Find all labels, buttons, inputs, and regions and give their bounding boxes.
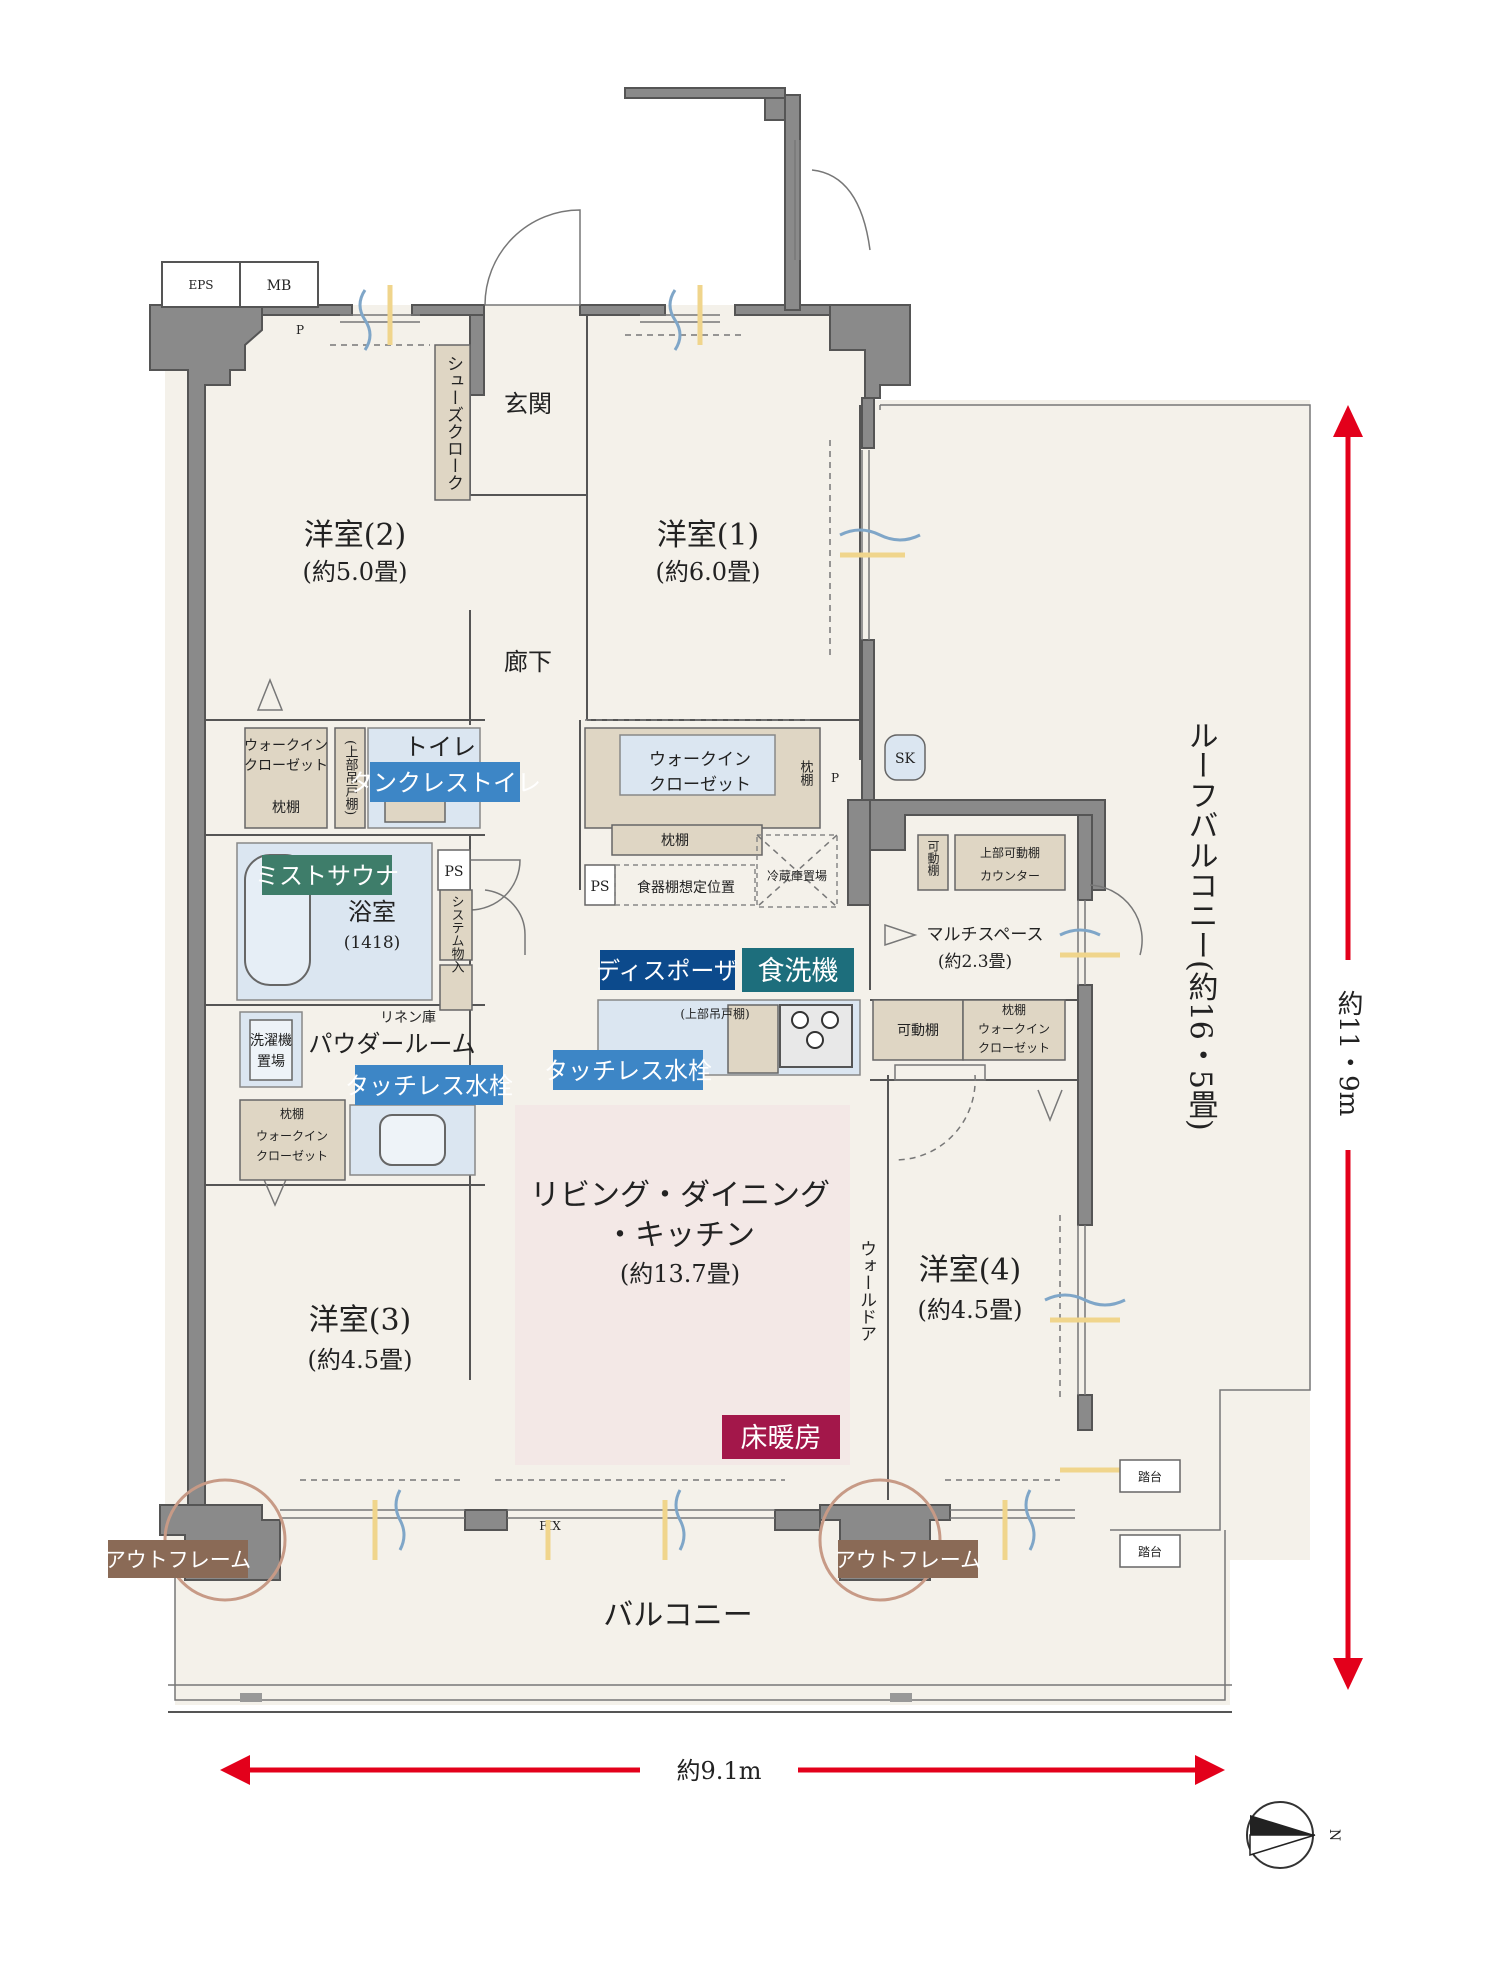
- mb-label: MB: [267, 278, 292, 294]
- outframe-text-2: アウトフレーム: [835, 1548, 981, 1572]
- feature-badges: タンクレストイレ ミストサウナ ディスポーザ 食洗機 タッチレス水栓 タッチレス…: [105, 762, 981, 1602]
- ldk-line1: リビング・ダイニング: [530, 1178, 830, 1213]
- western2-size: (約5.0畳): [303, 558, 408, 586]
- pillow-shelf-w4: 枕棚: [1002, 1002, 1026, 1017]
- touchless-faucet-text-1: タッチレス水栓: [345, 1072, 513, 1100]
- room-labels: 玄関 シューズクローク 廊下 洋室(2) (約5.0畳) 洋室(1) (約6.0…: [303, 355, 1218, 1633]
- dishwasher-text: 食洗機: [758, 956, 839, 987]
- upper-movable-label: 上部可動棚: [980, 845, 1040, 860]
- western3-size: (約4.5畳): [308, 1346, 413, 1374]
- tankless-toilet-badge: [370, 762, 520, 802]
- walkin-closet-r1-1: ウォークイン: [649, 750, 751, 770]
- toilet-label: トイレ: [404, 733, 476, 761]
- wall-door-label: ウォールドア: [856, 1240, 876, 1342]
- eps-mb-box: EPS MB: [161, 261, 319, 308]
- floor-heating-badge: [722, 1415, 840, 1459]
- upper-hanging-kitchen: (上部吊戸棚): [680, 1006, 749, 1021]
- hallway-label: 廊下: [504, 648, 552, 676]
- fixture-labels: ウォークイン クローゼット 枕棚 (上部吊戸棚) ウォークイン クローゼット 枕…: [244, 738, 1162, 1559]
- western4-name: 洋室(4): [919, 1253, 1022, 1288]
- dish-shelf-label: 食器棚想定位置: [637, 879, 735, 896]
- tankless-toilet-text: タンクレストイレ: [349, 769, 541, 797]
- doors: [256, 209, 1143, 1207]
- balcony: [168, 1530, 1232, 1713]
- floor-areas: [165, 305, 1310, 1705]
- width-dimension-label: 約9.1m: [677, 1757, 762, 1785]
- ldk-size: (約13.7畳): [620, 1260, 740, 1288]
- bath-name: 浴室: [348, 898, 396, 926]
- pillow-shelf-r1: 枕棚: [661, 833, 689, 849]
- step-label-2: 踏台: [1138, 1544, 1162, 1559]
- disposer-text: ディスポーザ: [596, 957, 738, 985]
- touchless-faucet-text-2: タッチレス水栓: [544, 1057, 712, 1085]
- balcony-label: バルコニー: [603, 1598, 752, 1633]
- linen-label: リネン庫: [380, 1009, 436, 1026]
- pipe-label-top: P: [296, 323, 304, 337]
- outframe-badge-1: [108, 1540, 248, 1578]
- shoe-closet-label: シューズクローク: [443, 355, 463, 491]
- upper-hanging-toilet: (上部吊戸棚): [343, 740, 359, 815]
- ventilation-marks: [358, 285, 1126, 1560]
- floor-heating-text: 床暖房: [741, 1423, 822, 1454]
- compass: N: [1246, 1801, 1342, 1869]
- western1-name: 洋室(1): [657, 518, 760, 553]
- walkin-closet-w4-2: クローゼット: [978, 1041, 1050, 1055]
- outframe-text-1: アウトフレーム: [105, 1548, 251, 1572]
- depth-dimension-label: 約11・9m: [1333, 990, 1363, 1116]
- touchless-faucet-badge-2: [553, 1050, 703, 1090]
- windows: [280, 140, 1086, 1519]
- roof-balcony-label: ルーフバルコニー(約16・5畳): [1183, 720, 1218, 1131]
- ldk-floor-heating-area: [515, 1105, 850, 1465]
- step-label-1: 踏台: [1138, 1469, 1162, 1484]
- ps-label-1: PS: [444, 864, 463, 880]
- multi-space-size: (約2.3畳): [938, 952, 1012, 972]
- depth-dimension: 約11・9m: [1333, 405, 1363, 1690]
- walkin-closet-w3-1: ウォークイン: [256, 1129, 328, 1143]
- movable-shelf-top: 可動棚: [926, 840, 940, 877]
- entrance-label: 玄関: [504, 390, 552, 418]
- mist-sauna-badge: [262, 855, 392, 895]
- pillow-shelf-top-left: 枕棚: [272, 800, 300, 816]
- ldk-line2: ・キッチン: [605, 1218, 755, 1253]
- compass-north: N: [1326, 1829, 1342, 1841]
- walkin-closet-w4-1: ウォークイン: [978, 1022, 1050, 1036]
- western3-name: 洋室(3): [309, 1303, 412, 1338]
- roof-balcony: [879, 404, 1311, 1531]
- washer-label-1: 洗濯機: [250, 1033, 292, 1049]
- width-dimension: 約9.1m: [220, 1755, 1225, 1785]
- outframe-badge-2: [838, 1540, 978, 1578]
- multi-space-name: マルチスペース: [927, 925, 1044, 945]
- ps-label-2: PS: [590, 879, 609, 895]
- mist-sauna-text: ミストサウナ: [255, 862, 399, 890]
- sk-label: SK: [895, 751, 916, 767]
- counter-label: カウンター: [980, 869, 1040, 883]
- bath-size: (1418): [344, 933, 401, 953]
- pillow-shelf-r1-side: 枕棚: [798, 760, 814, 786]
- walkin-closet-w3-2: クローゼット: [256, 1149, 328, 1163]
- movable-shelf-label: 可動棚: [897, 1023, 939, 1039]
- pipe-label-r1: P: [831, 771, 839, 785]
- walkin-closet-r1-2: クローゼット: [649, 775, 751, 795]
- dishwasher-badge: [742, 948, 854, 992]
- powder-room-label: パウダールーム: [308, 1030, 475, 1058]
- disposer-badge: [600, 950, 735, 990]
- touchless-faucet-badge-1: [355, 1065, 503, 1105]
- western2-name: 洋室(2): [304, 518, 407, 553]
- system-storage-label: システム物入: [449, 895, 465, 973]
- walkin-closet-top-left-2: クローゼット: [244, 758, 328, 774]
- fridge-label: 冷蔵庫置場: [767, 869, 827, 883]
- washer-label-2: 置場: [257, 1054, 285, 1070]
- eps-label: EPS: [188, 278, 213, 292]
- western4-size: (約4.5畳): [918, 1296, 1023, 1324]
- western1-size: (約6.0畳): [656, 558, 761, 586]
- pillow-shelf-w3: 枕棚: [280, 1106, 304, 1121]
- walkin-closet-top-left-1: ウォークイン: [244, 738, 328, 754]
